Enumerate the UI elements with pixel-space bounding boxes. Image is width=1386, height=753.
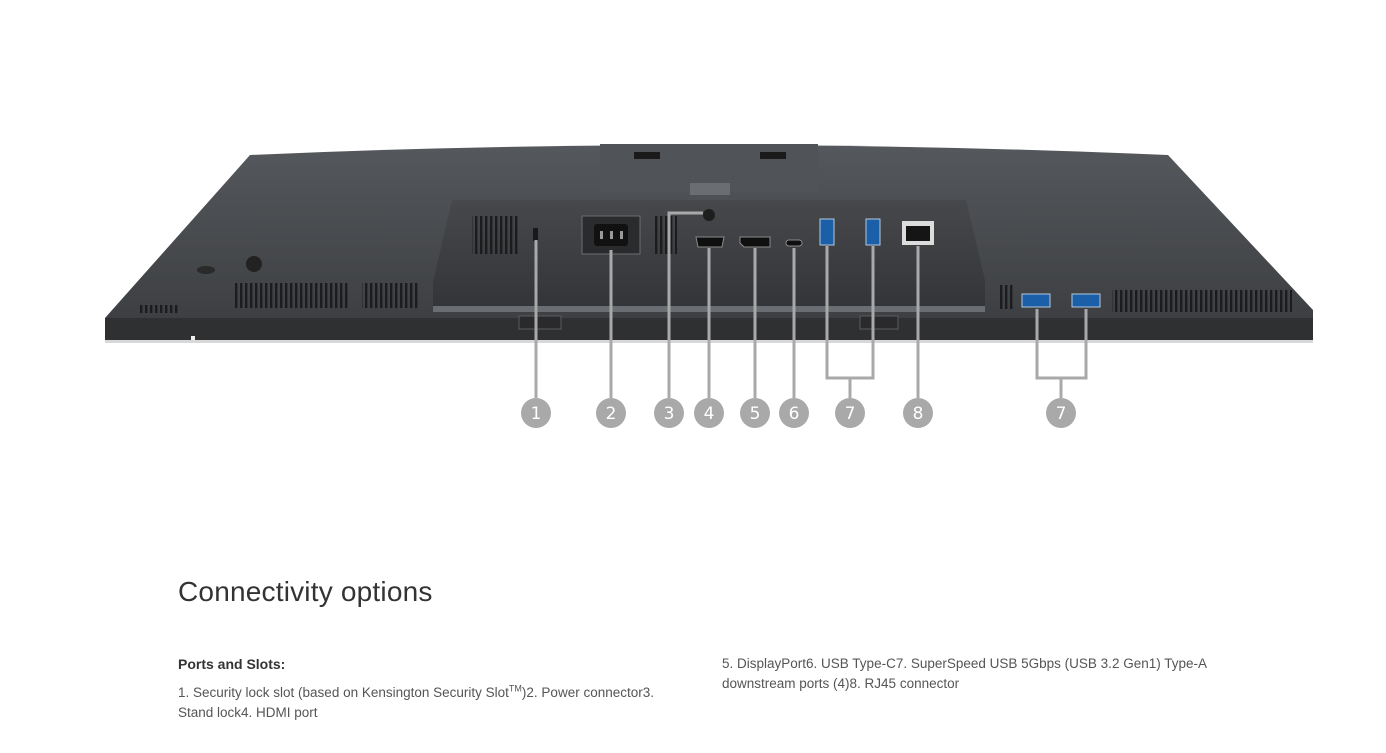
callout-8: 8 [903,398,933,428]
callout-4: 4 [694,398,724,428]
stand-lock [703,209,715,221]
svg-text:3: 3 [664,404,675,424]
callout-6: 6 [779,398,809,428]
svg-text:5: 5 [750,404,761,424]
callout-1: 1 [521,398,551,428]
callout-5: 5 [740,398,770,428]
monitor-rear-ports-illustration: 1 2 3 4 5 6 7 8 7 [105,144,1313,428]
callout-3: 3 [654,398,684,428]
displayport-port [739,236,771,248]
callout-2: 2 [596,398,626,428]
feet [518,315,899,330]
svg-text:8: 8 [913,404,924,424]
vent-grilles [138,216,1292,313]
callout-leaders [534,211,1088,398]
trademark-mark: TM [508,683,522,694]
usb-a-ports-side [1021,293,1101,308]
power-connector [581,215,641,255]
ports-heading: Ports and Slots: [178,656,286,672]
ports-list-left: 1. Security lock slot (based on Kensingt… [178,683,688,723]
callout-7-panel: 7 [835,398,865,428]
svg-text:7: 7 [845,404,856,424]
svg-text:6: 6 [789,404,800,424]
svg-text:1: 1 [531,404,542,424]
stand-mount [600,144,818,195]
rj45-port [902,221,934,245]
callout-7-side: 7 [1046,398,1076,428]
usb-a-ports-panel [819,218,881,246]
security-lock-slot [533,228,538,241]
joystick-button [191,256,262,340]
svg-text:2: 2 [606,404,617,424]
ports-text-left-a: 1. Security lock slot (based on Kensingt… [178,685,509,700]
section-title: Connectivity options [178,576,433,607]
usb-type-c-port [785,239,803,247]
svg-text:7: 7 [1056,404,1067,424]
ports-list-right: 5. DisplayPort6. USB Type-C7. SuperSpeed… [722,656,1207,691]
ports-text-left-b: )2. Power connector3. Stand lock4. HDMI … [178,685,654,720]
hdmi-port [695,236,725,248]
svg-text:4: 4 [704,404,715,424]
